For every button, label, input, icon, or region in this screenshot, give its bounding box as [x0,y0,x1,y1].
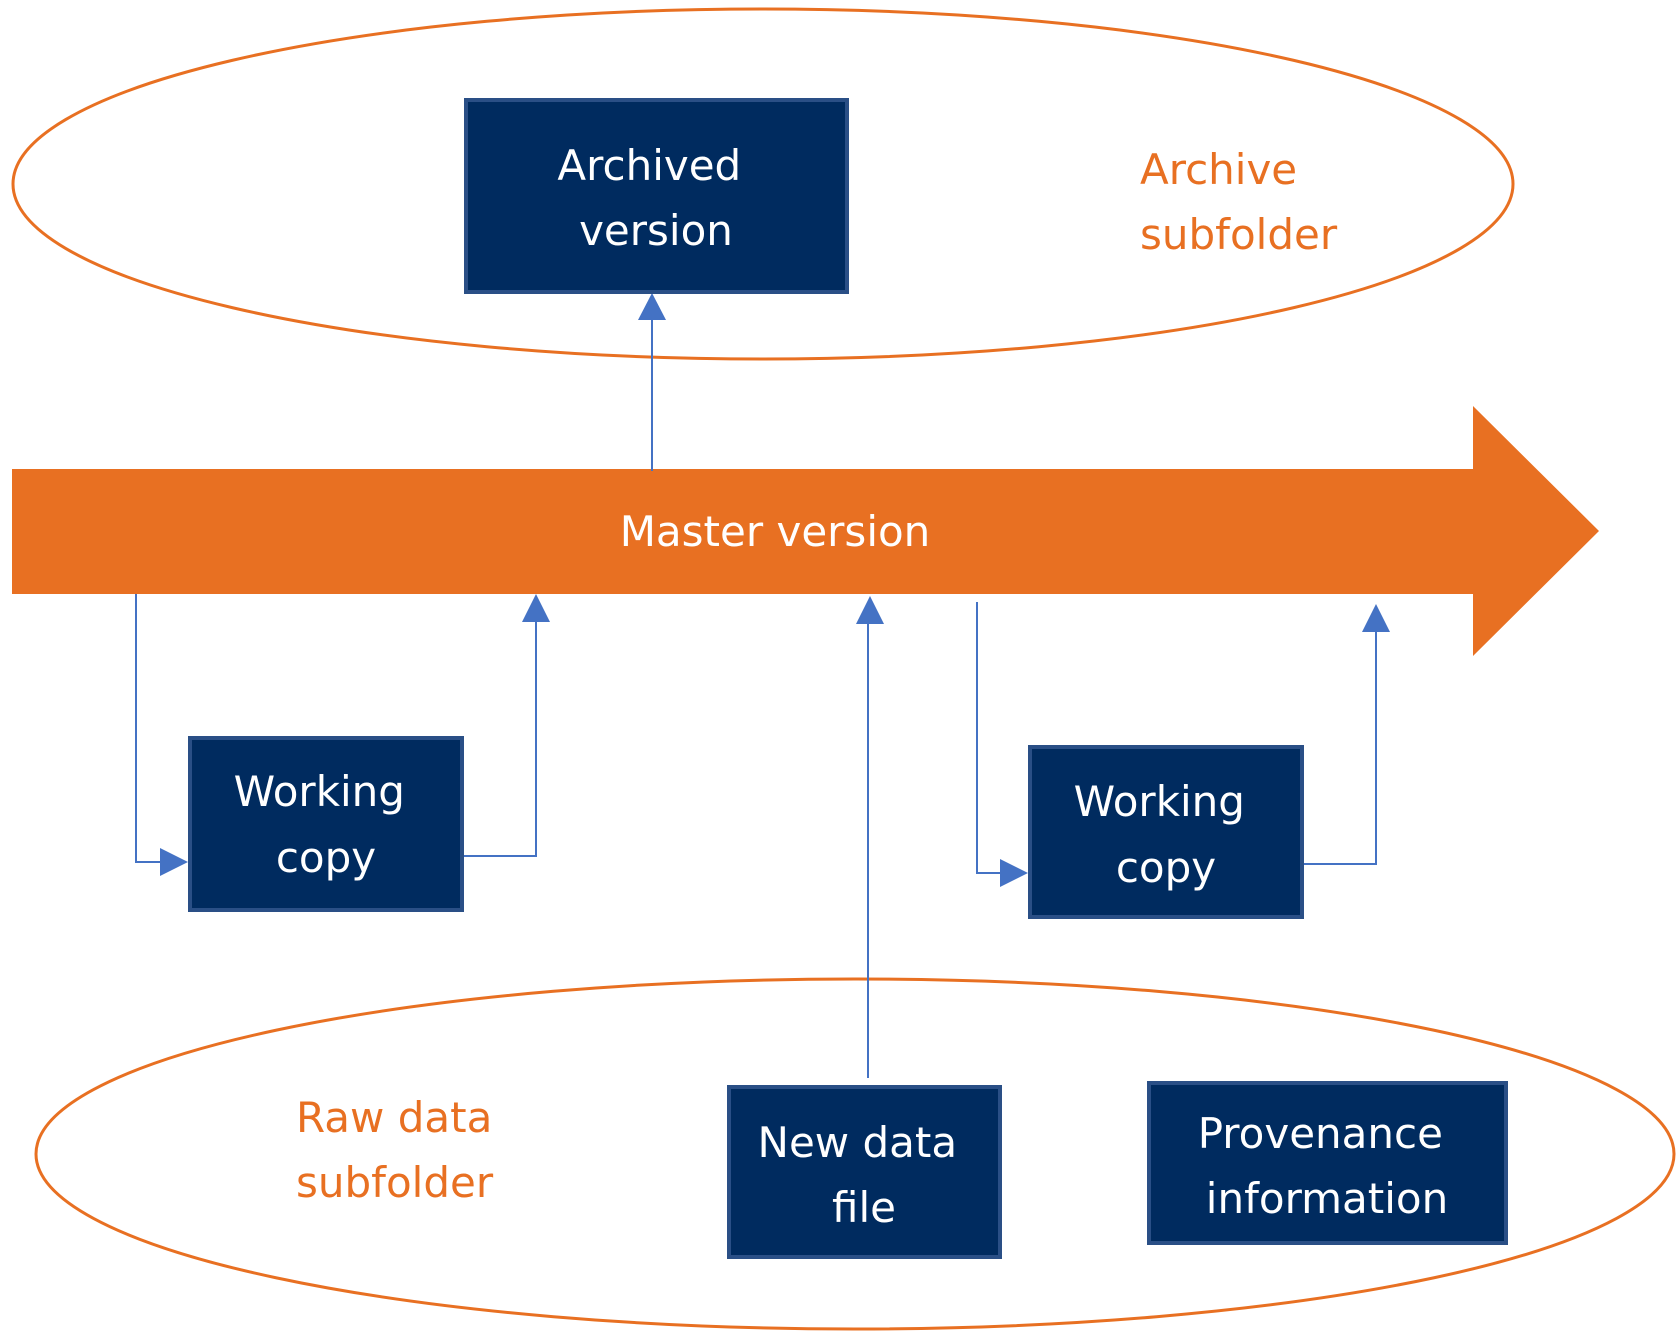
connector-working-copy-1-to-master [462,618,537,857]
new-data-file-box: New data file [727,1085,1002,1259]
new-data-file-box-rect [727,1085,1002,1259]
archive-zone-label-line1: Archive [1140,145,1297,194]
raw-data-zone-label-line2: subfolder [296,1158,494,1207]
arrowhead-up-icon [1362,604,1390,632]
connectors [135,293,1390,1078]
working-copy-2-label-line2: copy [1116,843,1216,892]
provenance-information-box: Provenance information [1147,1081,1508,1245]
new-data-file-label-line2: file [832,1183,896,1232]
arrowhead-right-icon [160,848,188,876]
raw-data-zone-label-line1: Raw data [296,1093,492,1142]
arrowhead-right-icon [1000,859,1028,887]
arrowhead-up-icon [856,596,884,624]
working-copy-1-label: Working copy [234,767,419,882]
working-copy-box-1-rect [188,736,464,912]
master-version-arrow-shape [12,406,1599,656]
master-version-label: Master version [620,507,931,556]
working-copy-box-1: Working copy [188,736,464,912]
connector-master-to-working-copy-2 [976,602,1002,874]
archived-version-box: Archived version [464,98,849,294]
archived-version-label-line1: Archived [557,141,741,190]
archived-version-label-line2: version [579,206,733,255]
archive-zone-label-line2: subfolder [1140,210,1338,259]
arrowhead-up-icon [638,293,666,320]
provenance-information-box-rect [1147,1081,1508,1245]
working-copy-2-label-line1: Working [1074,777,1245,826]
arrowhead-up-icon [522,594,550,622]
archived-version-box-rect [464,98,849,294]
connector-master-to-working-copy-1 [135,594,162,863]
working-copy-2-label: Working copy [1074,777,1259,892]
provenance-information-label-line1: Provenance [1198,1109,1443,1158]
new-data-file-label: New data file [758,1118,971,1232]
archived-version-label: Archived version [557,141,754,255]
new-data-file-label-line1: New data [758,1118,958,1167]
connector-working-copy-2-to-master [1303,628,1377,865]
working-copy-1-label-line2: copy [276,833,376,882]
working-copy-box-2-rect [1028,745,1304,919]
working-copy-box-2: Working copy [1028,745,1304,919]
working-copy-1-label-line1: Working [234,767,405,816]
provenance-information-label: Provenance information [1198,1109,1457,1223]
master-version-arrow: Master version [12,406,1599,656]
archive-zone-label: Archive subfolder [1140,145,1338,259]
provenance-information-label-line2: information [1206,1174,1448,1223]
raw-data-zone-label: Raw data subfolder [296,1093,506,1207]
